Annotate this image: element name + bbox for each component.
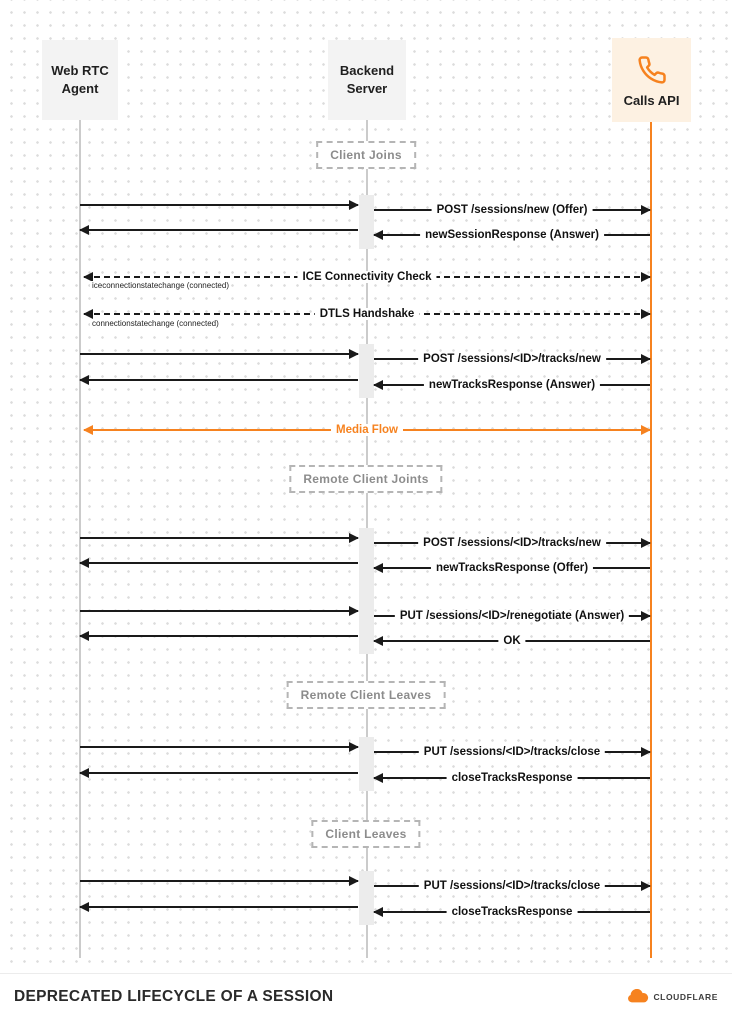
message-new-tracks-response-offer: newTracksResponse (Offer) [430,562,594,574]
arrow-agent-to-backend [80,606,359,616]
section-remote-client-joins: Remote Client Joints [289,465,443,493]
arrow-agent-to-backend [80,876,359,886]
cloudflare-logo: CLOUDFLARE [627,989,718,1004]
message-post-tracks-new: POST /sessions/<ID>/tracks/new [418,353,606,365]
message-put-tracks-close-remote: PUT /sessions/<ID>/tracks/close [418,746,606,758]
page-title: DEPRECATED LIFECYCLE OF A SESSION [14,987,334,1005]
activation-bar [359,195,374,249]
footer: DEPRECATED LIFECYCLE OF A SESSION CLOUDF… [0,973,732,1019]
activation-bar [359,528,374,654]
actor-webrtc-agent-label: Web RTC Agent [51,62,109,96]
message-post-sessions-new: POST /sessions/new (Offer) [431,204,593,216]
message-close-tracks-response-remote: closeTracksResponse [446,772,578,784]
cloudflare-cloud-icon [627,989,649,1004]
activation-bar [359,344,374,398]
message-put-renegotiate: PUT /sessions/<ID>/renegotiate (Answer) [394,610,630,622]
actor-calls-api-label: Calls API [623,93,680,109]
section-remote-client-leaves: Remote Client Leaves [286,681,446,709]
actor-calls-api: Calls API [612,38,691,122]
message-dtls-handshake: DTLS Handshake [314,308,420,320]
section-client-joins: Client Joins [316,141,416,169]
message-ok: OK [498,635,526,647]
cloudflare-logo-text: CLOUDFLARE [653,991,718,1002]
message-ice-check: ICE Connectivity Check [297,271,437,283]
arrow-backend-to-agent [79,631,358,641]
arrow-backend-to-agent [79,225,358,235]
section-client-leaves: Client Leaves [311,820,421,848]
arrow-agent-to-backend [80,533,359,543]
arrow-backend-to-agent [79,768,358,778]
arrow-agent-to-backend [80,200,359,210]
message-close-tracks-response: closeTracksResponse [446,906,578,918]
lifeline-calls-api [650,122,652,958]
arrow-agent-to-backend [80,349,359,359]
arrow-backend-to-agent [79,902,358,912]
message-remote-post-tracks-new: POST /sessions/<ID>/tracks/new [418,537,606,549]
note-iceconnectionstatechange: iceconnectionstatechange (connected) [90,281,231,290]
phone-icon [637,55,667,87]
message-new-tracks-response-answer: newTracksResponse (Answer) [423,379,601,391]
arrow-agent-to-backend [80,742,359,752]
actor-backend-server: Backend Server [328,40,406,120]
activation-bar [359,737,374,791]
activation-bar [359,871,374,925]
actor-webrtc-agent: Web RTC Agent [42,40,118,120]
note-connectionstatechange: connectionstatechange (connected) [90,319,221,328]
message-put-tracks-close: PUT /sessions/<ID>/tracks/close [418,880,606,892]
actor-backend-server-label: Backend Server [339,62,395,96]
arrow-backend-to-agent [79,375,358,385]
arrow-backend-to-agent [79,558,358,568]
message-media-flow: Media Flow [331,424,403,436]
message-new-session-response: newSessionResponse (Answer) [420,229,604,241]
lifeline-webrtc-agent [79,120,81,958]
